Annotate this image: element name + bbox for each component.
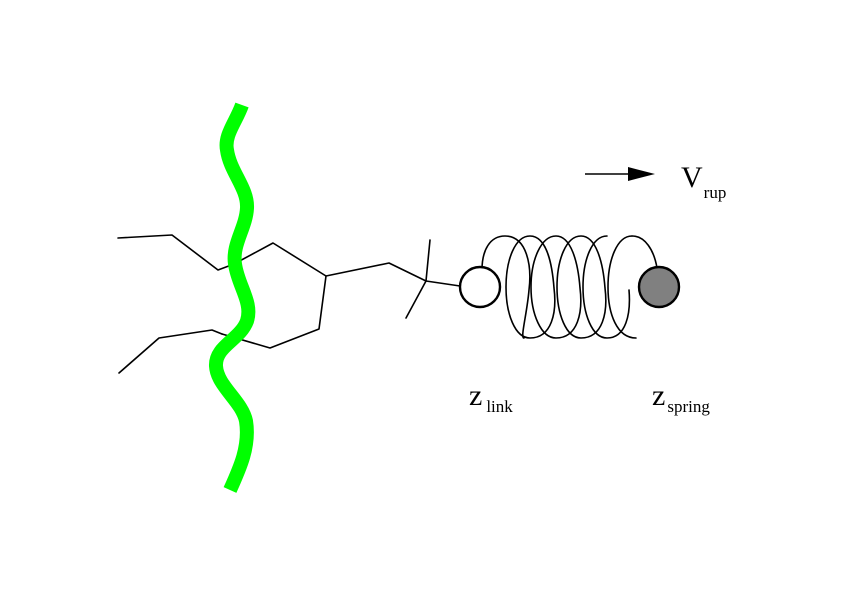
spring-loop-2	[505, 235, 556, 339]
spring-loop-6	[607, 235, 637, 339]
alkyl-chain-upper	[117, 234, 235, 271]
spring-loop-3	[530, 235, 582, 339]
alkyl-chain-lower	[118, 329, 223, 374]
link-label-main: z	[469, 379, 482, 412]
spring-label-main: z	[652, 379, 665, 412]
velocity-arrow-head	[628, 167, 655, 181]
link-bead	[458, 265, 502, 309]
cyclohexane-ring	[221, 242, 327, 349]
velocity-label-sub: rup	[704, 183, 727, 202]
spring-loop-5	[582, 235, 631, 339]
spring-loop-end	[631, 235, 658, 269]
velocity-label-main: V	[681, 161, 703, 194]
spring-bead	[637, 265, 681, 309]
spring-coil	[481, 235, 658, 339]
velocity-label: Vrup	[681, 161, 726, 202]
spring-loop-4	[556, 235, 607, 339]
linker-chain	[325, 262, 461, 287]
link-label-sub: link	[486, 397, 513, 416]
tert-butyl-up	[425, 239, 431, 282]
spring-loop-1	[481, 235, 531, 339]
spring-label-sub: spring	[667, 397, 710, 416]
tert-butyl-down	[405, 280, 427, 319]
membrane-wavy-chain	[209, 102, 256, 493]
